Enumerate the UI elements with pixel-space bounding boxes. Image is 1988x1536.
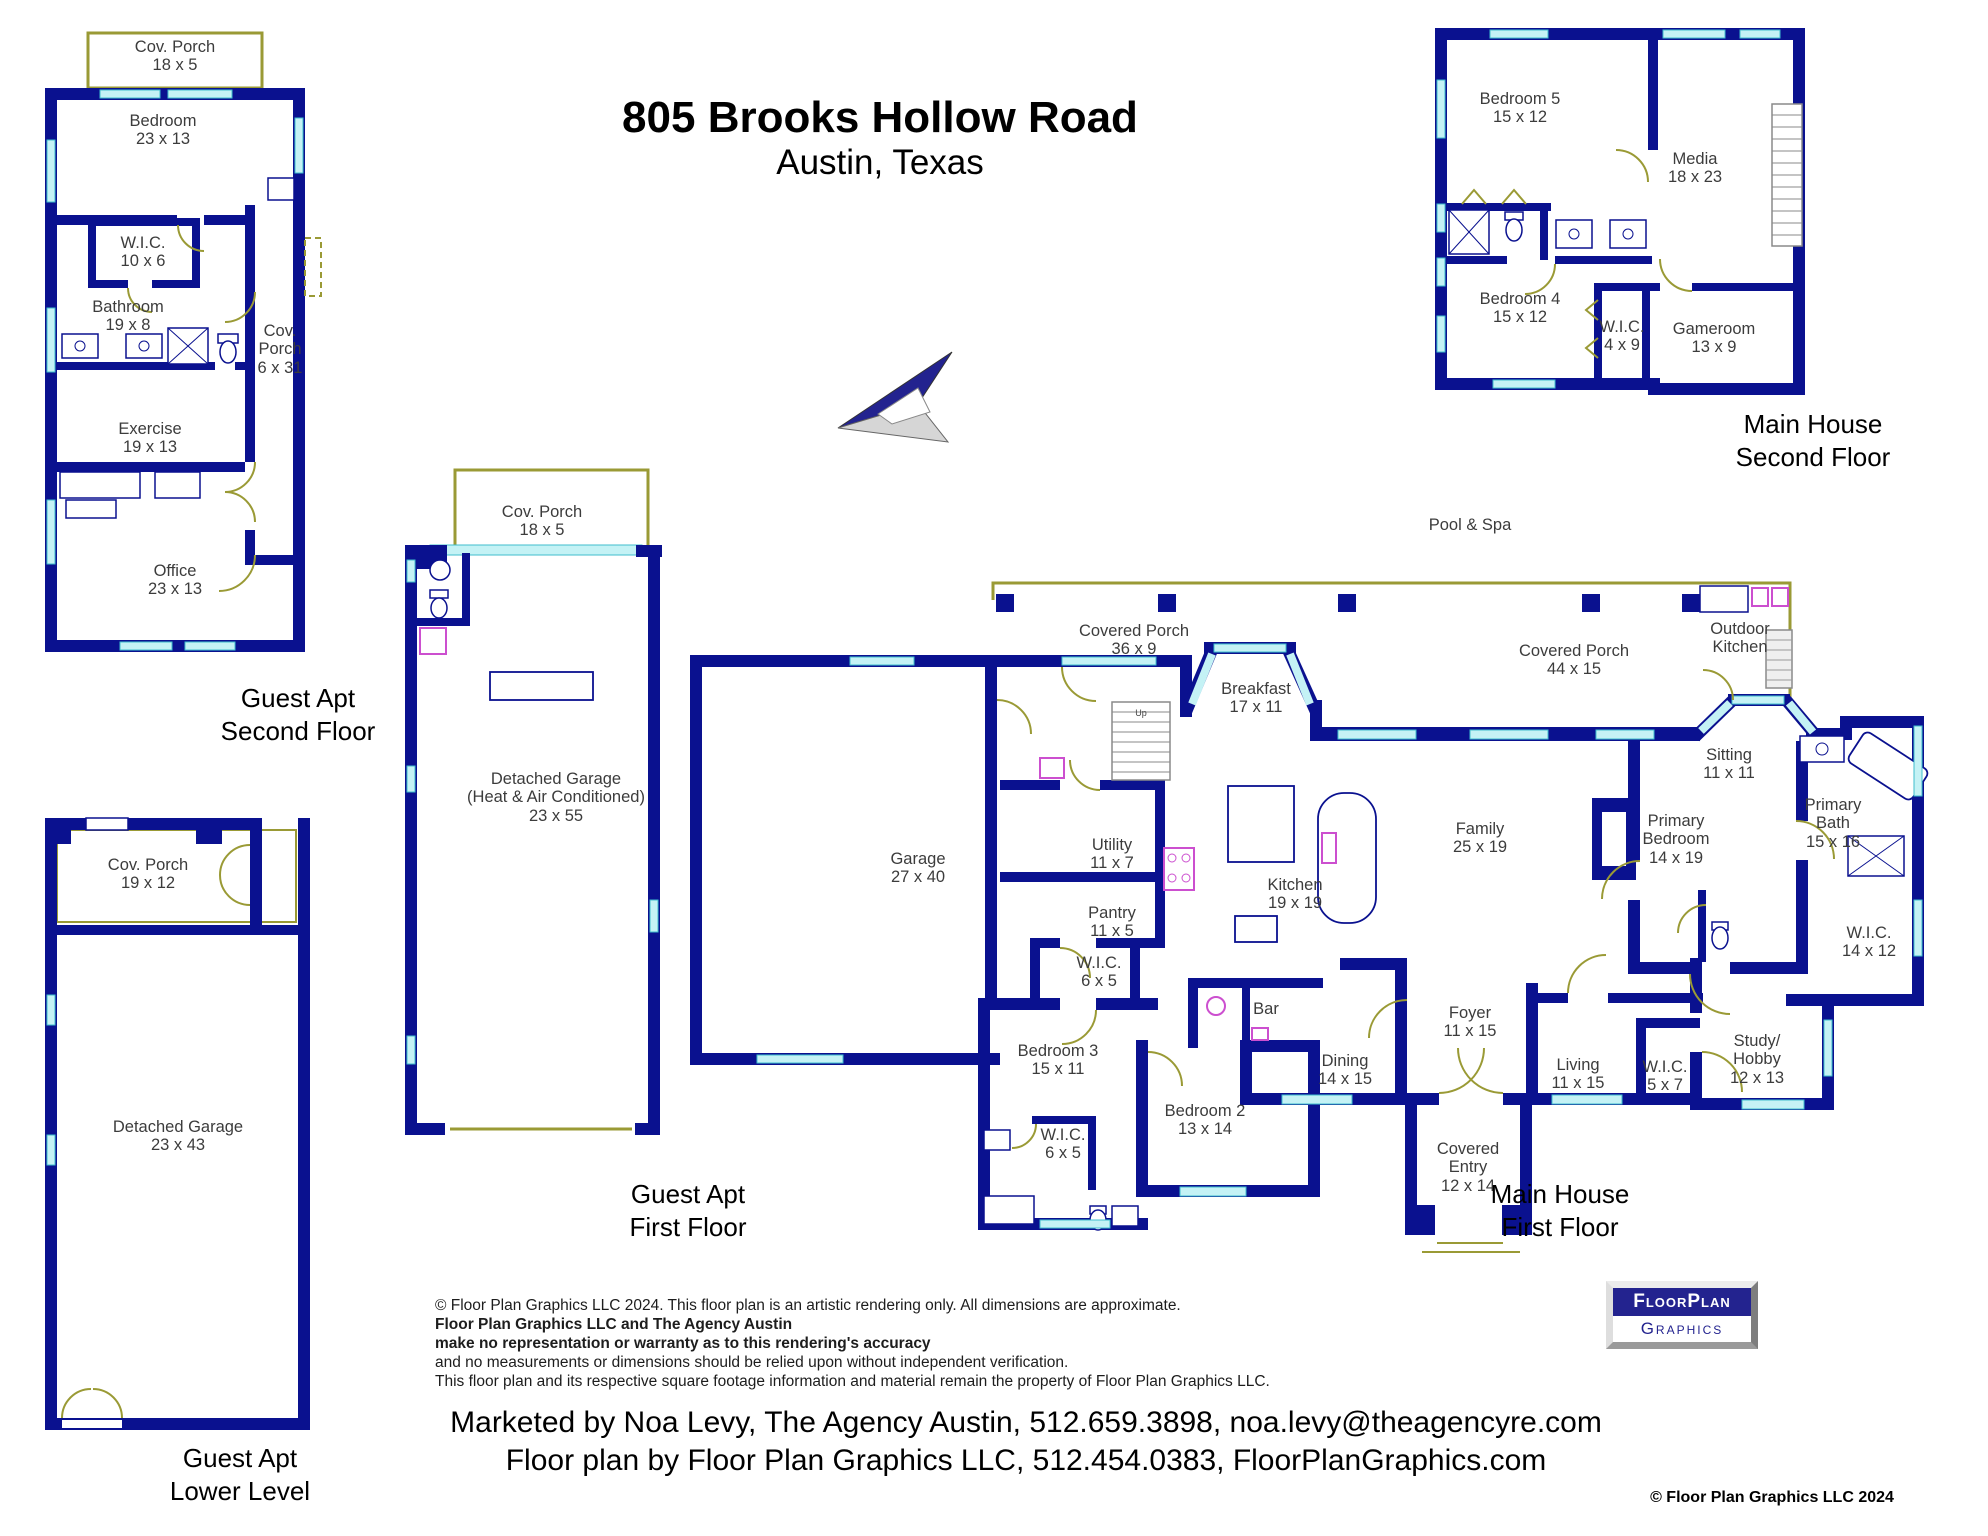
marketing-line2: Floor plan by Floor Plan Graphics LLC, 5… — [505, 1444, 1547, 1477]
disclaimer-text: © Floor Plan Graphics LLC 2024. This flo… — [435, 1297, 1270, 1392]
guest-apt-lower-level-walls — [45, 817, 310, 1430]
page-title: 805 Brooks Hollow Road Austin, Texas — [622, 96, 1138, 186]
guest-apt-first-floor-walls — [405, 468, 662, 1135]
pool-spa-label: Pool & Spa — [1428, 516, 1512, 534]
guest-apt-second-floor-walls — [45, 31, 322, 652]
north-arrow-icon — [837, 351, 953, 443]
main-house-first-floor-walls — [690, 581, 1929, 1253]
logo-bottom-text: Graphics — [1640, 1319, 1724, 1338]
marketing-line1: Marketed by Noa Levy, The Agency Austin,… — [450, 1406, 1602, 1439]
bottom-right-copyright: © Floor Plan Graphics LLC 2024 — [1650, 1489, 1894, 1506]
room-label-outdoor-kitchen: Outdoor Kitchen — [1710, 620, 1770, 657]
disclaimer-line1: © Floor Plan Graphics LLC 2024. This flo… — [435, 1297, 1181, 1314]
room-label-garage-c: Detached Garage(Heat & Air Conditioned)2… — [467, 770, 645, 825]
room-label-wic-primary: W.I.C.14 x 12 — [1841, 924, 1897, 961]
disclaimer-line4: and no measurements or dimensions should… — [435, 1353, 1069, 1371]
city-line: Austin, Texas — [776, 143, 984, 182]
logo-top-text: FloorPlan — [1613, 1288, 1751, 1316]
room-label-wic-bedroom3: W.I.C.6 x 5 — [1040, 1126, 1086, 1163]
room-label-bar: Bar — [1253, 1000, 1279, 1018]
disclaimer-line5: This floor plan and its respective squar… — [435, 1372, 1270, 1390]
disclaimer-line2: Floor Plan Graphics LLC and The Agency A… — [435, 1315, 793, 1333]
floorplan-graphics-logo: FloorPlan Graphics — [1606, 1281, 1758, 1349]
room-label-wic-a: W.I.C.10 x 6 — [120, 234, 166, 271]
room-label-wic-hall: W.I.C.6 x 5 — [1076, 954, 1122, 991]
room-label-wic-d: W.I.C.4 x 9 — [1599, 318, 1645, 355]
disclaimer-line3: make no representation or warranty as to… — [435, 1334, 931, 1352]
main-house-second-floor-walls — [1435, 28, 1805, 395]
address-line: 805 Brooks Hollow Road — [622, 93, 1138, 142]
stairs-up-label: Up — [1135, 708, 1147, 718]
room-label-wic-living: W.I.C.5 x 7 — [1642, 1058, 1688, 1095]
